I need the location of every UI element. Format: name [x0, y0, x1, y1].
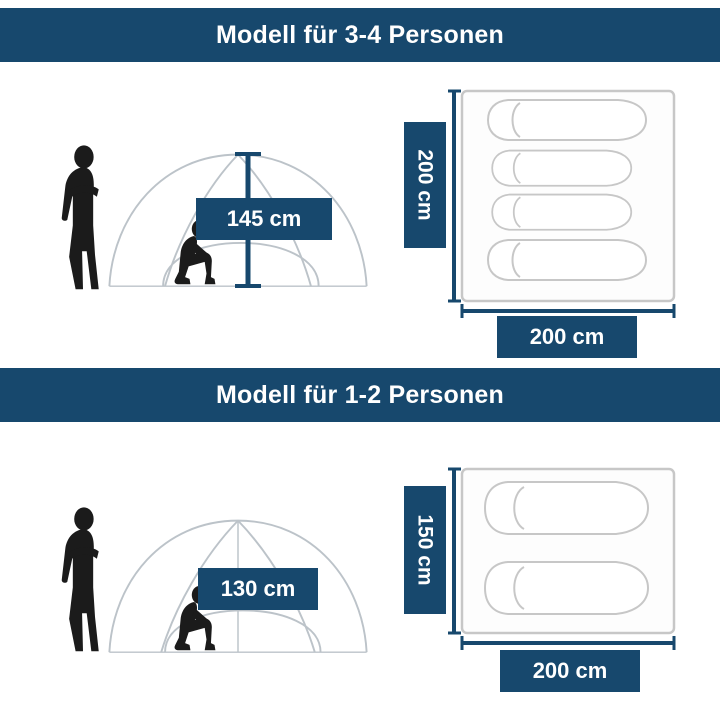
sleeping-bag-icon	[491, 149, 633, 187]
standing-person-silhouette	[61, 507, 99, 652]
width-dimension-line	[460, 304, 676, 318]
tent-height-label: 130 cm	[198, 568, 318, 610]
sleeping-bag-icon	[487, 239, 647, 281]
width-dimension-line	[460, 636, 676, 650]
depth-dimension-line	[448, 89, 461, 303]
tent-height-label: 145 cm	[196, 198, 332, 240]
standing-person-silhouette	[61, 145, 99, 290]
section-title: Modell für 1-2 Personen	[216, 380, 504, 409]
sleeping-bag-icon	[486, 99, 648, 141]
floor-depth-label: 150 cm	[404, 486, 446, 614]
floor-depth-label: 200 cm	[404, 122, 446, 248]
section-title-bar: Modell für 3-4 Personen	[0, 8, 720, 62]
tent-side-view	[108, 519, 368, 653]
sleeping-bag-icon	[484, 561, 649, 615]
floorplan-1-2	[448, 467, 676, 650]
depth-dimension-line	[448, 467, 461, 635]
section-title-bar: Modell für 1-2 Personen	[0, 368, 720, 422]
floor-width-label: 200 cm	[500, 650, 640, 692]
sleeping-bag-icon	[483, 481, 650, 535]
floor-width-label: 200 cm	[497, 316, 637, 358]
sleeping-bag-icon	[491, 193, 633, 231]
section-title: Modell für 3-4 Personen	[216, 20, 504, 49]
floorplan-3-4	[448, 89, 676, 318]
